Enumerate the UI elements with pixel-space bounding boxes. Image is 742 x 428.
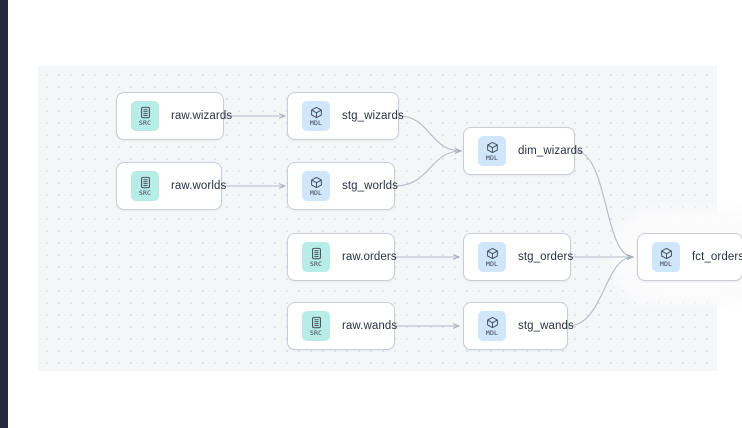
badge-type-label: SRC [138, 188, 152, 197]
node-label: stg_orders [518, 251, 574, 263]
node-label: dim_wizards [518, 145, 584, 157]
model-badge: MDL [478, 311, 506, 341]
edge-stg_wizards-to-dim_wizards [398, 115, 461, 151]
node-raw_orders[interactable]: SRC raw.orders [287, 233, 397, 281]
node-label: raw.orders [342, 251, 397, 263]
node-raw_wizards[interactable]: SRC raw.wizards [116, 92, 232, 140]
badge-type-label: SRC [309, 328, 323, 337]
cube-icon [486, 141, 499, 154]
node-stg_orders[interactable]: MDL stg_orders [463, 233, 574, 281]
node-label: fct_orders [692, 251, 742, 263]
cube-icon [310, 106, 323, 119]
model-badge: MDL [652, 242, 680, 272]
source-badge: SRC [131, 101, 159, 131]
model-badge: MDL [302, 101, 330, 131]
source-badge: SRC [302, 242, 330, 272]
node-raw_wands[interactable]: SRC raw.wands [287, 302, 398, 350]
badge-type-label: MDL [485, 153, 499, 162]
cube-icon [486, 316, 499, 329]
left-rail [0, 0, 8, 428]
node-stg_worlds[interactable]: MDL stg_worlds [287, 162, 398, 210]
edge-stg_worlds-to-dim_wizards [394, 151, 461, 187]
cube-icon [310, 176, 323, 189]
badge-type-label: MDL [485, 259, 499, 268]
badge-type-label: MDL [309, 118, 323, 127]
node-fct_orders[interactable]: MDL fct_orders [637, 233, 742, 281]
node-label: stg_wands [518, 320, 574, 332]
node-dim_wizards[interactable]: MDL dim_wizards [463, 127, 583, 175]
node-label: raw.wizards [171, 110, 233, 122]
database-icon [139, 176, 152, 189]
model-badge: MDL [478, 242, 506, 272]
badge-type-label: MDL [309, 188, 323, 197]
database-icon [310, 247, 323, 260]
cube-icon [660, 247, 673, 260]
database-icon [139, 106, 152, 119]
node-label: raw.wands [342, 320, 398, 332]
cube-icon [486, 247, 499, 260]
node-raw_worlds[interactable]: SRC raw.worlds [116, 162, 226, 210]
badge-type-label: MDL [485, 328, 499, 337]
node-stg_wizards[interactable]: MDL stg_wizards [287, 92, 404, 140]
node-label: stg_worlds [342, 180, 398, 192]
node-label: raw.worlds [171, 180, 227, 192]
source-badge: SRC [131, 171, 159, 201]
node-label: stg_wizards [342, 110, 404, 122]
badge-type-label: SRC [138, 118, 152, 127]
node-stg_wands[interactable]: MDL stg_wands [463, 302, 574, 350]
badge-type-label: MDL [659, 259, 673, 268]
database-icon [310, 316, 323, 329]
badge-type-label: SRC [309, 259, 323, 268]
model-badge: MDL [302, 171, 330, 201]
model-badge: MDL [478, 136, 506, 166]
source-badge: SRC [302, 311, 330, 341]
